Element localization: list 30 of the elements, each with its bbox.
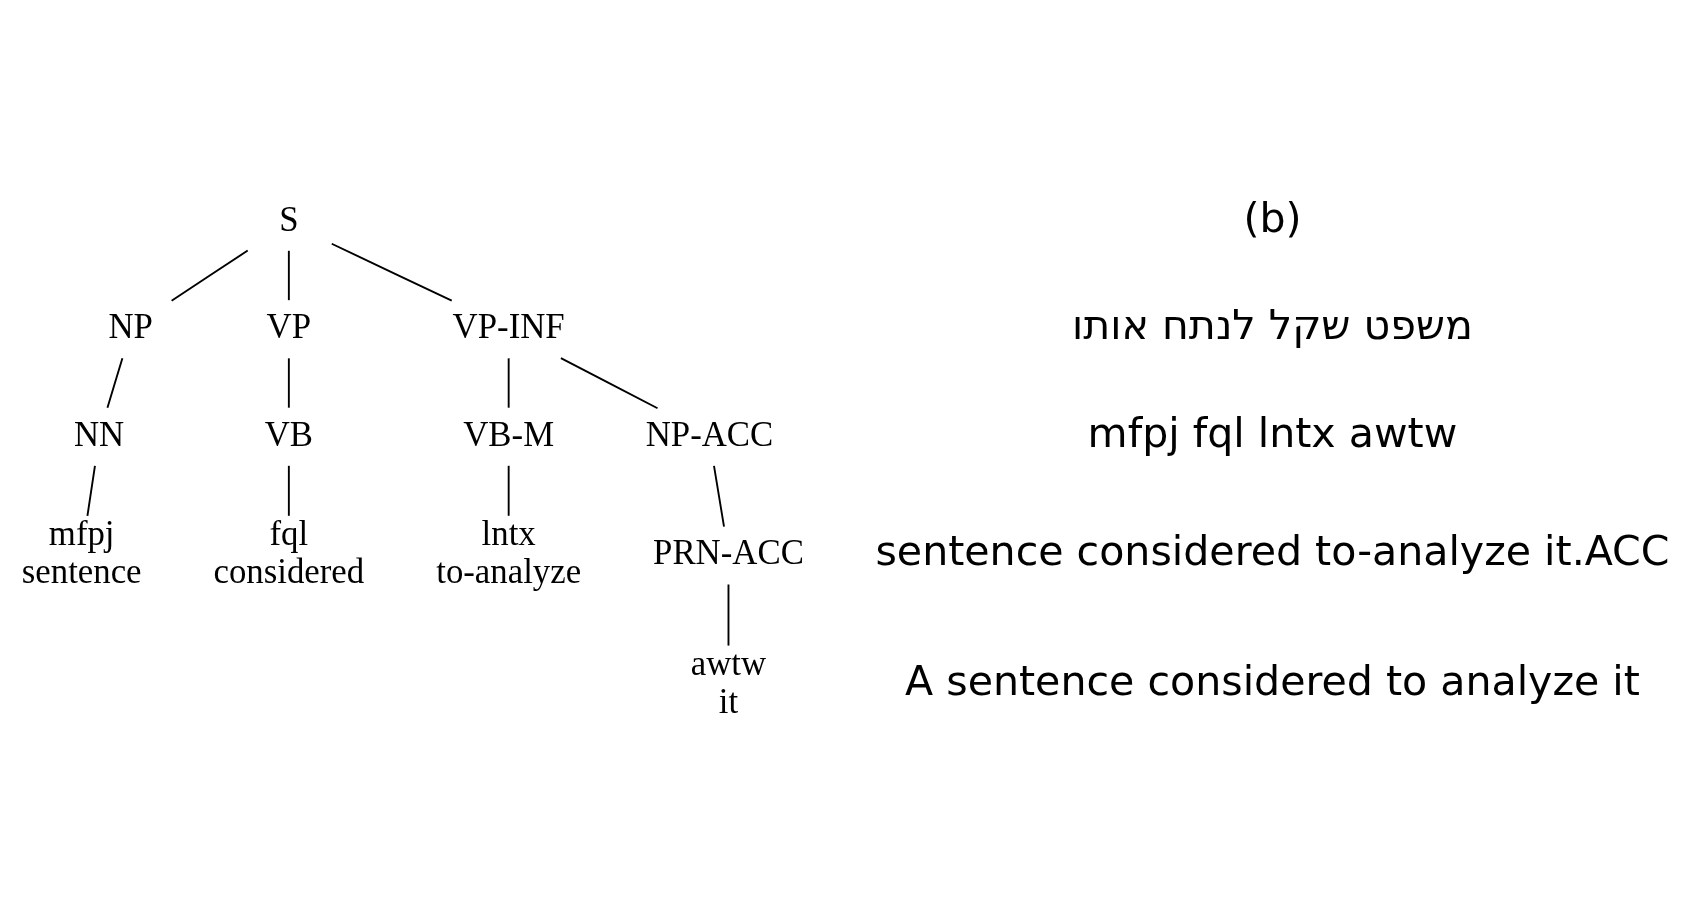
node-text: VP (266, 306, 312, 346)
node-text: fql considered (213, 513, 365, 591)
connector (330, 242, 453, 302)
connector (287, 464, 290, 517)
label: (b) (1243, 193, 1302, 242)
label: mfpj fql lntx awtw (1087, 408, 1458, 457)
node-text: VB-M (463, 414, 555, 454)
connector (106, 356, 124, 409)
connector (86, 464, 96, 517)
connector (507, 356, 510, 409)
node-text: mfpj sentence (21, 513, 142, 591)
connector (507, 464, 510, 517)
connector (727, 583, 730, 647)
node-text: NP-ACC (645, 414, 774, 454)
connector (287, 249, 290, 301)
node-text: NP (108, 306, 153, 346)
label: sentence considered to-analyze it.ACC (875, 526, 1670, 575)
connector (287, 356, 290, 409)
connector (713, 464, 725, 528)
node-text: PRN-ACC (653, 532, 804, 572)
node-text: S (279, 199, 299, 239)
connector (170, 249, 249, 302)
node-text: NN (73, 414, 125, 454)
node-text: awtw it (690, 643, 767, 721)
node-text: VP-INF (452, 306, 565, 346)
node-text: lntx to-analyze (436, 513, 582, 591)
connector (559, 356, 659, 409)
node-text: VB (264, 414, 314, 454)
label: A sentence considered to analyze it (905, 656, 1640, 705)
label: משפט שקל לנתח אותו (1072, 300, 1473, 349)
